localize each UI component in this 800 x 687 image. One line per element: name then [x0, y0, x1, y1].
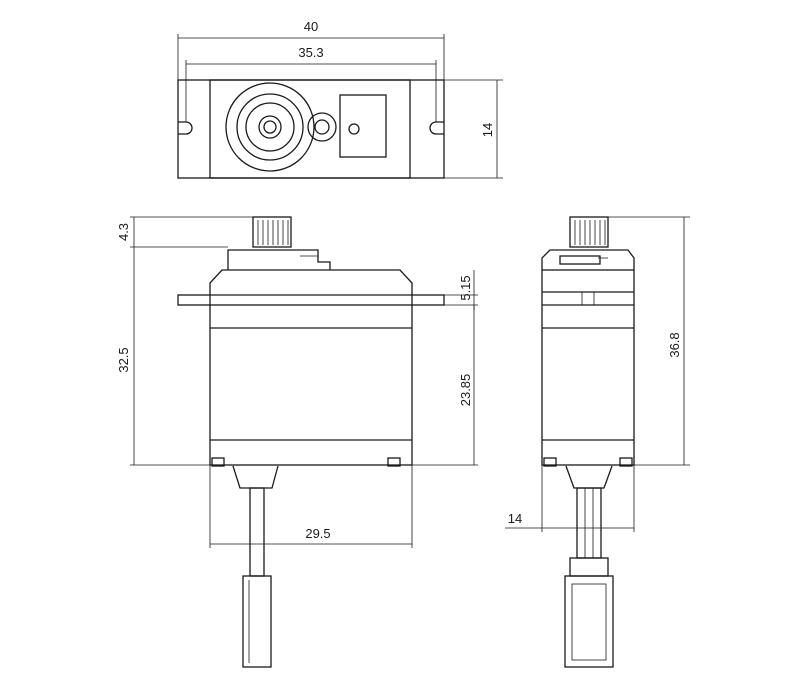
- side-gear-housing: [541, 249, 635, 270]
- side-connector-top: [569, 557, 609, 577]
- side-spline-teeth: [574, 220, 606, 245]
- front-right-tab: [411, 294, 445, 306]
- dim-label-4-3: 4.3: [116, 223, 131, 241]
- front-right-foot: [387, 457, 401, 467]
- dim-label-32-5: 32.5: [116, 347, 131, 372]
- side-connector-inner: [571, 583, 607, 661]
- dim-label-14-side: 14: [508, 511, 522, 526]
- side-output-spline: [569, 216, 609, 248]
- front-wire: [249, 487, 265, 577]
- dim-label-36-8: 36.8: [667, 332, 682, 357]
- front-wire-exit: [232, 465, 279, 489]
- side-tab-section: [581, 291, 595, 306]
- side-right-foot: [619, 457, 633, 467]
- side-left-foot: [543, 457, 557, 467]
- front-view: 4.3 32.5 5.15 23.85 29.5: [116, 216, 478, 668]
- output-spline-ring: [245, 102, 295, 152]
- side-wire-exit: [565, 465, 613, 489]
- dim-label-5-15: 5.15: [458, 275, 473, 300]
- front-output-spline: [252, 216, 292, 248]
- front-spline-teeth: [257, 220, 289, 245]
- dim-label-35-3: 35.3: [298, 45, 323, 60]
- dim-label-23-85: 23.85: [458, 374, 473, 407]
- side-view: 36.8 14: [505, 216, 690, 668]
- led-indicator: [348, 123, 360, 135]
- front-main-body: [209, 304, 413, 466]
- gear-housing-outer: [225, 82, 315, 172]
- side-housing-step: [559, 255, 601, 265]
- dim-label-29-5: 29.5: [305, 526, 330, 541]
- front-upper-case: [209, 269, 413, 295]
- top-view-flange: [177, 79, 445, 179]
- front-connector: [242, 575, 272, 668]
- front-gear-housing: [227, 249, 331, 270]
- dim-label-40: 40: [304, 19, 318, 34]
- shaft-center: [263, 120, 277, 134]
- front-left-foot: [211, 457, 225, 467]
- label-window: [339, 94, 387, 158]
- dim-label-14-top: 14: [480, 123, 495, 137]
- output-shaft: [258, 115, 282, 139]
- side-connector: [564, 575, 614, 668]
- left-mount-slot: [178, 121, 193, 135]
- right-mount-slot: [429, 121, 444, 135]
- front-left-tab: [177, 294, 211, 306]
- top-view-body: [209, 79, 411, 179]
- side-main-body: [541, 269, 635, 466]
- secondary-boss: [307, 112, 337, 142]
- side-wire-bundle: [576, 487, 602, 559]
- top-view: 40 35.3 14: [177, 19, 503, 179]
- secondary-boss-center: [314, 119, 330, 135]
- gear-housing-inner: [236, 93, 304, 161]
